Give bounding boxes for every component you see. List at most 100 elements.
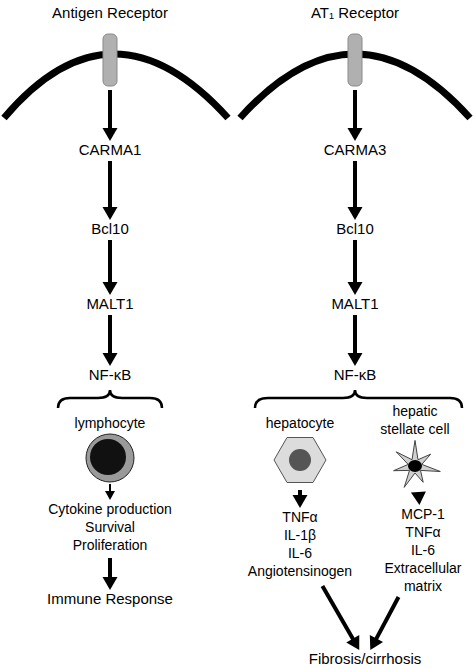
arrow-head [411, 491, 426, 505]
arrow-connector [348, 90, 363, 141]
text-node: CARMA3 [305, 141, 405, 161]
text-node: CARMA1 [60, 141, 160, 161]
arrow-head [103, 207, 118, 220]
arrow-connector [348, 161, 363, 220]
arrow-connector [348, 240, 363, 295]
cell-nucleus [90, 439, 126, 475]
arrow-connector [370, 597, 399, 650]
node-text: Bcl10 [91, 220, 129, 238]
node-text: CARMA3 [324, 141, 387, 159]
arrow-head [105, 491, 115, 500]
node-text: hepatocyte [266, 414, 335, 432]
cell-node: hepatocyte [255, 414, 345, 490]
arrow-head [103, 128, 118, 141]
arrow-connector [105, 484, 115, 500]
node-text: Extracellular matrix [373, 559, 473, 595]
arrow-line [376, 597, 399, 639]
arrow-head [348, 353, 363, 366]
arrow-connector [103, 315, 118, 366]
arrow-head [348, 207, 363, 220]
node-text: MALT1 [86, 295, 133, 313]
arrow-connector [103, 240, 118, 295]
curly-brace [58, 390, 162, 408]
node-text: Survival [85, 518, 135, 536]
text-node: NF-κB [60, 366, 160, 386]
arrow-line [298, 490, 302, 496]
arrow-connector [103, 558, 118, 590]
arrow-line [108, 558, 112, 578]
arrow-connector [411, 491, 426, 505]
cell-node: AT₁ Receptor [285, 4, 425, 90]
node-text: MCP-1 [401, 505, 445, 523]
text-node: Bcl10 [60, 220, 160, 240]
arrow-connector [348, 315, 363, 366]
node-text: IL-6 [288, 544, 312, 562]
node-text: Antigen Receptor [52, 4, 168, 22]
arrow-line [108, 90, 112, 129]
text-node: Immune Response [40, 590, 180, 610]
node-text: IL-6 [411, 541, 435, 559]
text-node: TNFαIL-1βIL-6Angiotensinogen [240, 508, 360, 586]
text-node: MALT1 [305, 295, 405, 315]
text-node: MCP-1TNFαIL-6Extracellular matrix [368, 505, 474, 597]
cell-node: lymphocyte [65, 414, 155, 484]
arrow-head [348, 128, 363, 141]
cell-body [86, 434, 134, 482]
text-node: Cytokine productionSurvivalProliferation [25, 500, 195, 558]
arrow-line [322, 586, 353, 640]
arrow-head [103, 353, 118, 366]
receptor-symbol [40, 22, 180, 88]
arrow-head [293, 495, 308, 508]
text-node: MALT1 [60, 295, 160, 315]
text-node: NF-κB [305, 366, 405, 386]
node-text: Fibrosis/cirrhosis [309, 650, 422, 668]
arrow-connector [322, 586, 359, 650]
node-text: Angiotensinogen [248, 562, 352, 580]
cell-body [274, 438, 326, 483]
arrow-line [353, 90, 357, 129]
arrow-connector [293, 490, 308, 508]
node-text: TNFα [282, 508, 317, 526]
node-text: Proliferation [73, 536, 148, 554]
node-text: MALT1 [331, 295, 378, 313]
arrow-line [353, 240, 357, 283]
node-text: AT₁ Receptor [311, 4, 399, 22]
node-text: Cytokine production [48, 500, 172, 518]
cell-node: Antigen Receptor [40, 4, 180, 90]
hepatocyte-symbol [255, 432, 345, 488]
node-text: Immune Response [47, 590, 173, 608]
node-text: hepatic stellate cell [375, 402, 455, 438]
arrow-head [346, 635, 359, 650]
node-text: NF-κB [89, 366, 132, 384]
arrow-line [108, 315, 112, 354]
arrow-line [108, 240, 112, 283]
cell-node: hepatic stellate cell [365, 402, 465, 494]
arrow-connector [103, 90, 118, 141]
node-text: Bcl10 [336, 220, 374, 238]
node-text: NF-κB [334, 366, 377, 384]
arrow-head [103, 282, 118, 295]
arrow-line [109, 484, 111, 492]
receptor-body [103, 34, 117, 86]
cell-nucleus [408, 460, 422, 472]
arrow-line [353, 161, 357, 208]
node-text: lymphocyte [75, 414, 146, 432]
arrow-line [416, 491, 420, 496]
stellate-cell-symbol [365, 438, 465, 492]
node-text: CARMA1 [79, 141, 142, 159]
lymphocyte-symbol [65, 432, 155, 484]
cell-nucleus [289, 449, 311, 471]
arrow-head [370, 635, 383, 650]
arrow-head [348, 282, 363, 295]
node-text: IL-1β [284, 526, 316, 544]
arrow-line [353, 315, 357, 354]
node-text: TNFα [405, 523, 440, 541]
arrow-line [108, 161, 112, 208]
receptor-body [348, 34, 362, 86]
arrow-connector [103, 161, 118, 220]
cell-body [394, 440, 441, 487]
receptor-symbol [285, 22, 425, 88]
arrow-head [103, 577, 118, 590]
text-node: Fibrosis/cirrhosis [290, 650, 440, 670]
